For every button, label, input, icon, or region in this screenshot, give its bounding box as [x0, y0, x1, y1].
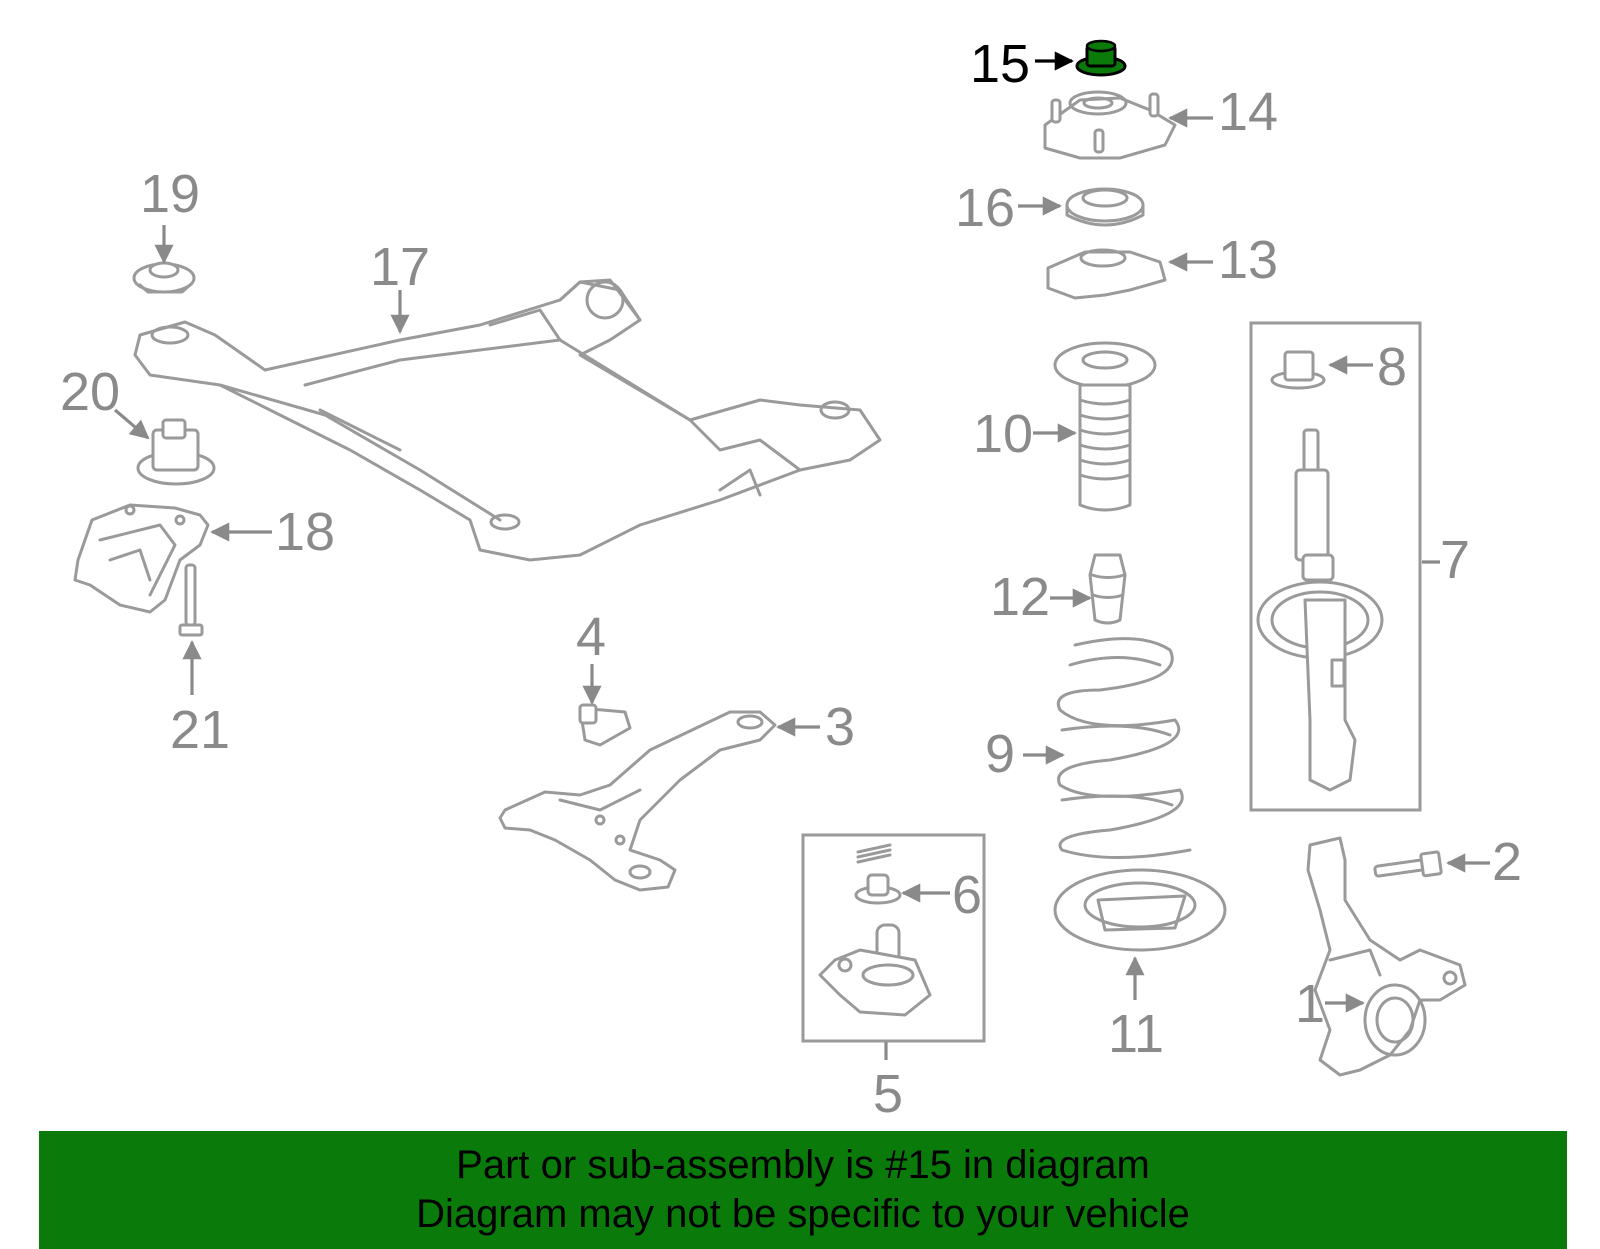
dust-boot-part-10 [1053, 341, 1157, 512]
bolt-part-21 [178, 563, 204, 637]
mount-part-20 [136, 418, 216, 486]
crossmember-part-17 [133, 278, 882, 562]
label-7: 7 [1440, 530, 1470, 590]
label-5: 5 [873, 1064, 903, 1124]
lower-arm-part-3 [498, 710, 777, 892]
label-12: 12 [990, 567, 1050, 627]
label-19: 19 [140, 164, 200, 224]
label-21: 21 [170, 700, 230, 760]
bushing-part-4 [578, 703, 632, 747]
bump-stop-part-12 [1088, 553, 1127, 625]
bearing-part-16 [1065, 187, 1145, 227]
lower-insulator-part-11 [1053, 868, 1227, 952]
label-1: 1 [1295, 974, 1325, 1034]
ball-joint-part-5 [818, 923, 932, 1017]
boot-part-6 [854, 873, 902, 905]
label-10: 10 [973, 404, 1033, 464]
coil-spring-part-9 [1056, 637, 1192, 859]
label-15-highlighted: 15 [970, 34, 1030, 94]
label-17: 17 [370, 237, 430, 297]
spring-clip [856, 843, 892, 864]
banner-line-disclaimer: Diagram may not be specific to your vehi… [416, 1192, 1190, 1236]
steering-knuckle-part-1 [1306, 836, 1467, 1077]
label-13: 13 [1218, 230, 1278, 290]
label-3: 3 [825, 697, 855, 757]
label-9: 9 [985, 724, 1015, 784]
label-18: 18 [275, 502, 335, 562]
label-11: 11 [1108, 1004, 1164, 1064]
bracket-part-18 [73, 503, 210, 614]
upper-seat-part-13 [1046, 248, 1167, 300]
assembly-box-part-5 [801, 833, 986, 1043]
strut-part-7 [1256, 428, 1384, 792]
mount-part-19 [132, 261, 196, 294]
label-14: 14 [1218, 82, 1278, 142]
assembly-box-part-7 [1249, 321, 1422, 812]
bolt-part-2 [1373, 850, 1443, 878]
label-20: 20 [60, 362, 120, 422]
nut-part-15 [1075, 39, 1127, 77]
info-banner: Part or sub-assembly is #15 in diagram D… [39, 1131, 1567, 1249]
bump-cap-part-8 [1270, 350, 1326, 390]
leader-lines [113, 51, 1490, 1060]
banner-line-part-number: Part or sub-assembly is #15 in diagram [456, 1143, 1150, 1187]
label-2: 2 [1492, 832, 1522, 892]
label-16: 16 [955, 178, 1015, 238]
strut-mount-part-14 [1043, 90, 1177, 160]
label-6: 6 [952, 865, 982, 925]
label-8: 8 [1377, 337, 1407, 397]
label-4: 4 [576, 607, 606, 667]
